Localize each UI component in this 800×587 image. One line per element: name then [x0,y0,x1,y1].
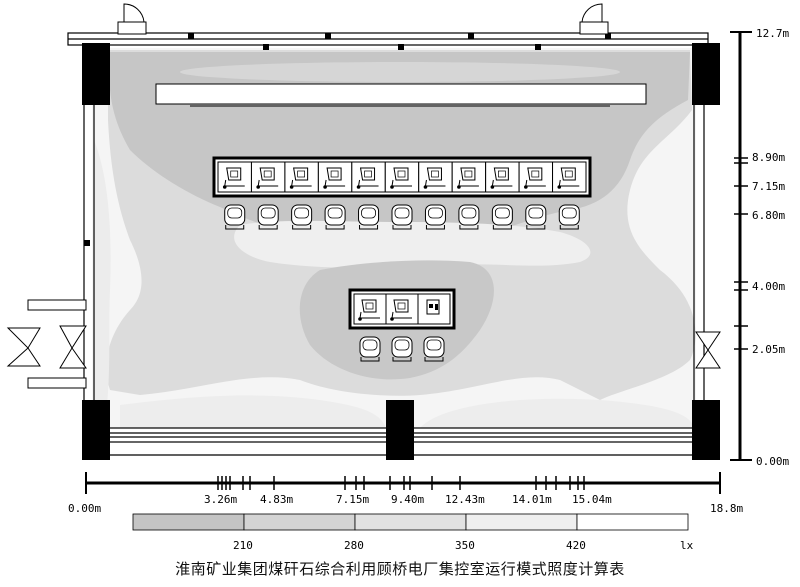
chair-icon [224,204,246,230]
x-label: 14.01m [512,493,552,506]
console-row-upper [212,156,592,198]
chair-icon [424,204,446,230]
y-label: 7.15m [752,180,785,193]
x-dimension [85,472,721,494]
workstation-icon [385,293,419,325]
zone-top-light [180,62,620,82]
workstation-icon [317,161,353,193]
caption: 淮南矿业集团煤矸石综合利用顾桥电厂集控室运行模式照度计算表 [175,560,625,578]
legend-band [243,513,356,531]
x-label: 12.43m [445,493,485,506]
floor-plan [92,48,696,428]
workstation-icon [552,161,587,193]
chair-icon [324,204,346,230]
column-bottom-left [82,400,110,460]
legend-band [354,513,467,531]
chair-icon [423,336,445,362]
x-label-start: 0.00m [68,502,101,515]
column-bottom-right [692,400,720,460]
chair-icon [359,336,381,362]
wall-markers [84,33,611,246]
legend-value: 280 [344,539,364,552]
workstation-icon [451,161,487,193]
column-top-left [82,43,110,105]
workstation-icon [217,161,252,193]
chair-row-upper [224,204,580,230]
y-label: 2.05m [752,343,785,356]
door-top-right [579,3,609,35]
x-label: 3.26m [204,493,237,506]
workstation-icon [418,161,453,193]
legend-value: 420 [566,539,586,552]
workstation-icon [250,161,286,193]
chair-icon [491,204,513,230]
chair-icon [291,204,313,230]
legend-value: 210 [233,539,253,552]
chair-icon [558,204,580,230]
zone-left-light [94,140,111,428]
y-label: 6.80m [752,209,785,222]
workstation-icon [518,161,554,193]
chair-icon [391,204,413,230]
display-wall [155,83,647,107]
console-row-lower [348,288,456,330]
zone-center-light [234,220,591,268]
x-labels: 0.00m 3.26m 4.83m 7.15m 9.40m 12.43m 14.… [68,493,743,515]
door-right [695,331,721,369]
x-label: 7.15m [336,493,369,506]
workstation-icon [353,293,387,325]
printer-icon [417,293,451,325]
x-label: 15.04m [572,493,612,506]
legend-band [465,513,578,531]
door-top-left [117,3,147,35]
y-dimension [730,31,752,461]
columns [82,43,720,460]
legend-band [576,513,689,531]
chair-row-lower [359,336,445,362]
chair-icon [257,204,279,230]
workstation-icon [284,161,319,193]
legend-band [132,513,245,531]
door-left [6,299,87,389]
x-label: 4.83m [260,493,293,506]
zone-bottom-light [120,395,386,428]
column-bottom-middle [386,400,414,460]
legend: 210 280 350 420 lx [132,513,694,552]
chair-icon [525,204,547,230]
y-label-top: 12.7m [756,27,789,40]
chair-icon [358,204,380,230]
y-label: 4.00m [752,280,785,293]
x-label-end: 18.8m [710,502,743,515]
column-top-right [692,43,720,105]
workstation-icon [351,161,386,193]
workstation-icon [384,161,420,193]
legend-value: 350 [455,539,475,552]
chair-icon [458,204,480,230]
doors [6,3,721,389]
chair-icon [391,336,413,362]
y-labels: 12.7m 8.90m 7.15m 6.80m 4.00m 2.05m 0.00… [752,27,789,468]
zone-bottom-right-light [420,398,694,428]
legend-unit: lx [680,539,694,552]
y-label-bottom: 0.00m [756,455,789,468]
y-label: 8.90m [752,151,785,164]
workstation-icon [485,161,520,193]
x-label: 9.40m [391,493,424,506]
